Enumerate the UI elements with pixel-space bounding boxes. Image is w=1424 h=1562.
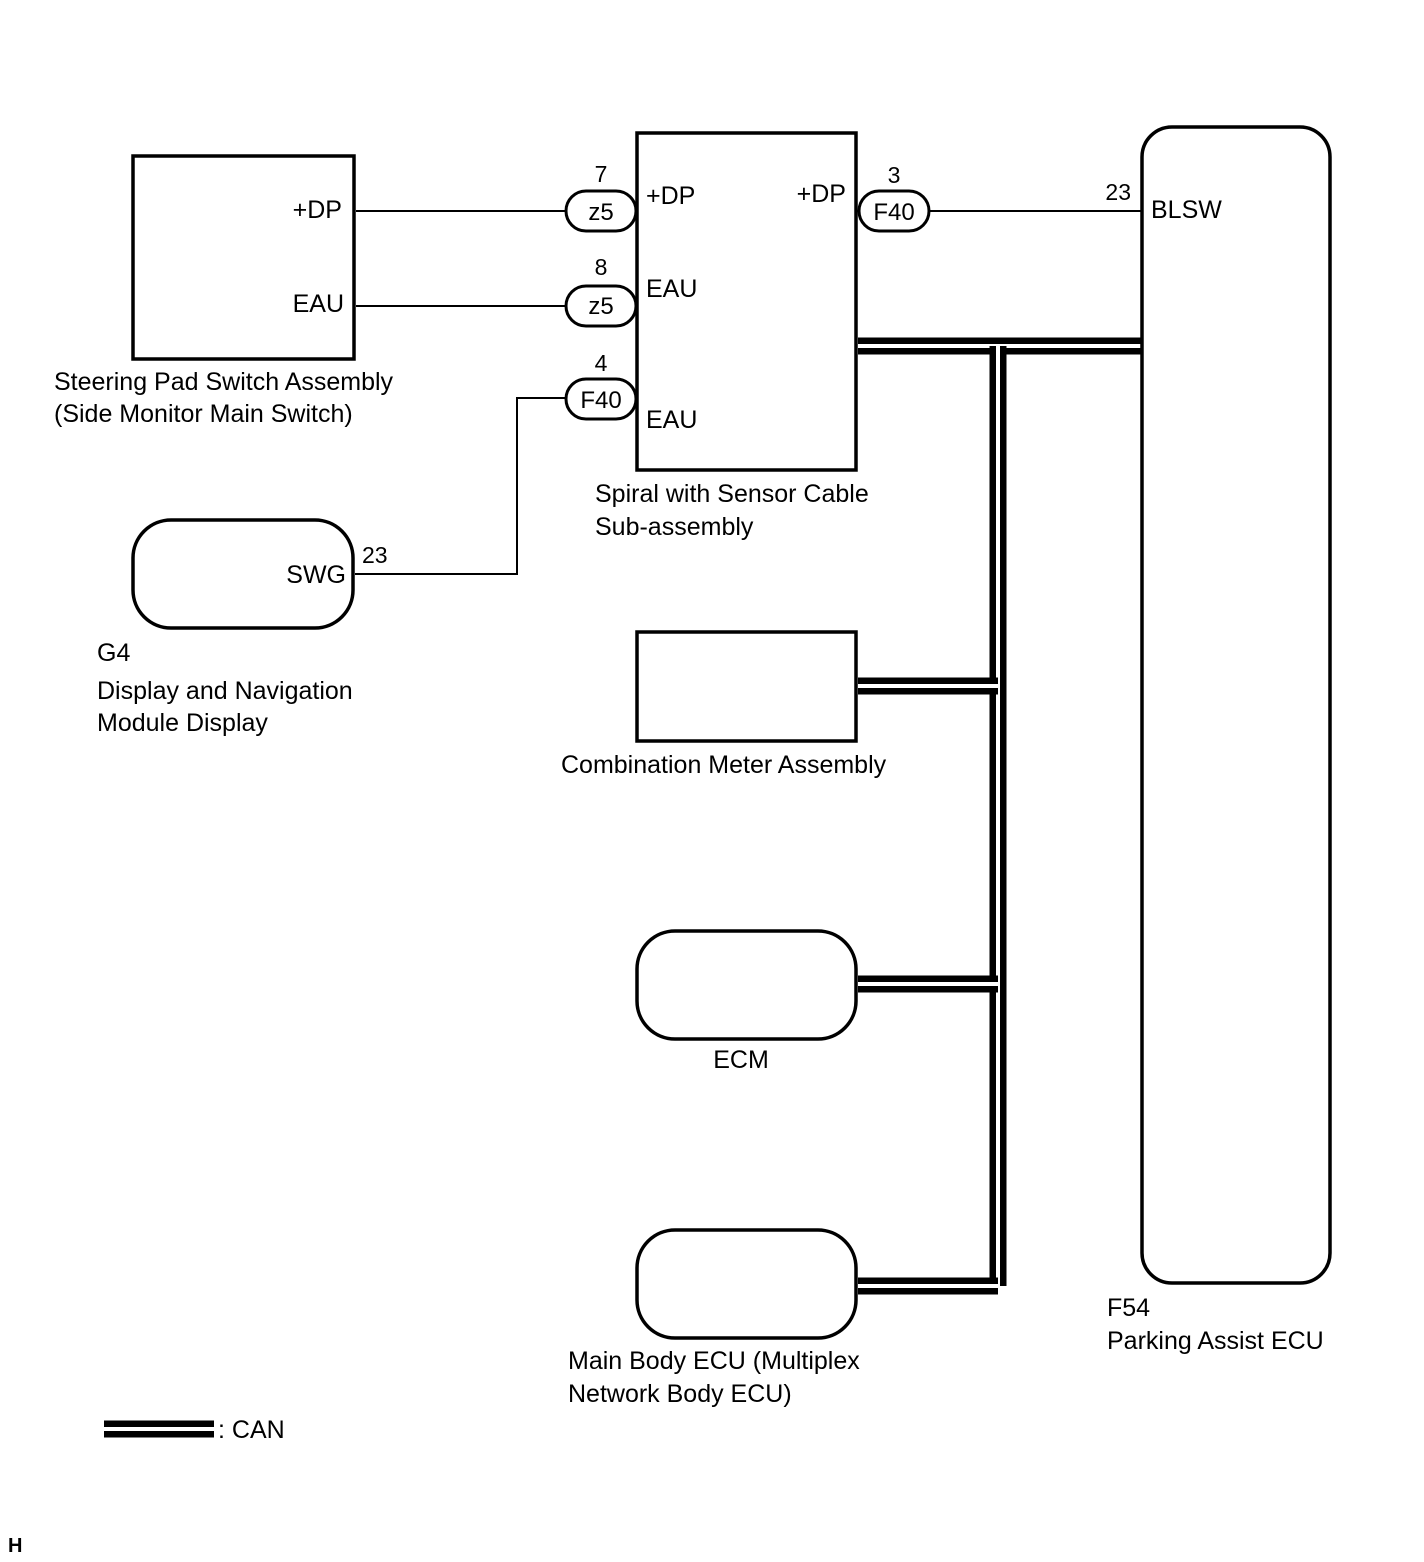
terminal-dp: +DP bbox=[293, 196, 342, 224]
can-bus bbox=[858, 337, 1142, 1295]
terminal-dp-right: +DP bbox=[797, 180, 846, 208]
connector-pin: 4 bbox=[595, 350, 608, 376]
component-name: Display and Navigation bbox=[97, 677, 353, 705]
terminal-eau-bottom: EAU bbox=[646, 406, 697, 434]
ecm: ECM bbox=[635, 929, 858, 1074]
component-name: Main Body ECU (Multiplex bbox=[568, 1347, 860, 1375]
component-name-line2: Sub-assembly bbox=[595, 513, 754, 541]
connector-z5-pin8: z5 8 bbox=[564, 254, 638, 328]
steering-pad-switch-assembly: +DP EAU Steering Pad Switch Assembly (Si… bbox=[54, 154, 394, 428]
legend: : CAN bbox=[104, 1416, 285, 1444]
component-name: Parking Assist ECU bbox=[1107, 1327, 1324, 1355]
component-name-line2: Module Display bbox=[97, 709, 268, 737]
connector-id: z5 bbox=[588, 293, 613, 320]
connector-id: z5 bbox=[588, 199, 613, 226]
parking-assist-ecu: BLSW 23 F54 Parking Assist ECU bbox=[1105, 125, 1332, 1355]
connector-f40-pin3: F40 3 bbox=[857, 162, 931, 233]
terminal-eau-top: EAU bbox=[646, 275, 697, 303]
corner-mark: H bbox=[8, 1535, 22, 1557]
component-name: ECM bbox=[713, 1046, 769, 1074]
spiral-sensor-cable: +DP +DP EAU EAU Spiral with Sensor Cable… bbox=[595, 131, 869, 541]
component-name: Steering Pad Switch Assembly bbox=[54, 368, 394, 396]
combination-meter-assembly: Combination Meter Assembly bbox=[561, 630, 887, 779]
component-name-line2: Network Body ECU) bbox=[568, 1380, 792, 1408]
component-name: Combination Meter Assembly bbox=[561, 751, 887, 779]
component-name-line2: (Side Monitor Main Switch) bbox=[54, 400, 353, 428]
display-navigation-module: SWG 23 G4 Display and Navigation Module … bbox=[97, 518, 388, 737]
pin-swg: 23 bbox=[362, 542, 388, 568]
main-body-ecu: Main Body ECU (Multiplex Network Body EC… bbox=[568, 1228, 860, 1408]
connector-z5-pin7: z5 7 bbox=[564, 161, 638, 233]
connector-id: F40 bbox=[873, 199, 914, 226]
terminal-blsw: BLSW bbox=[1151, 196, 1222, 224]
wire-swg bbox=[355, 397, 566, 575]
connector-id: F40 bbox=[580, 387, 621, 414]
component-name: Spiral with Sensor Cable bbox=[595, 480, 869, 508]
terminal-swg: SWG bbox=[286, 561, 346, 589]
pin-blsw: 23 bbox=[1105, 179, 1131, 205]
terminal-eau: EAU bbox=[293, 290, 344, 318]
legend-can-label: : CAN bbox=[218, 1416, 285, 1444]
connector-f40-pin4: F40 4 bbox=[564, 350, 638, 421]
component-code: G4 bbox=[97, 639, 130, 667]
connector-pin: 3 bbox=[888, 162, 901, 188]
terminal-dp-left: +DP bbox=[646, 182, 695, 210]
component-code: F54 bbox=[1107, 1294, 1150, 1322]
connector-pin: 7 bbox=[595, 161, 608, 187]
connector-pin: 8 bbox=[595, 254, 608, 280]
